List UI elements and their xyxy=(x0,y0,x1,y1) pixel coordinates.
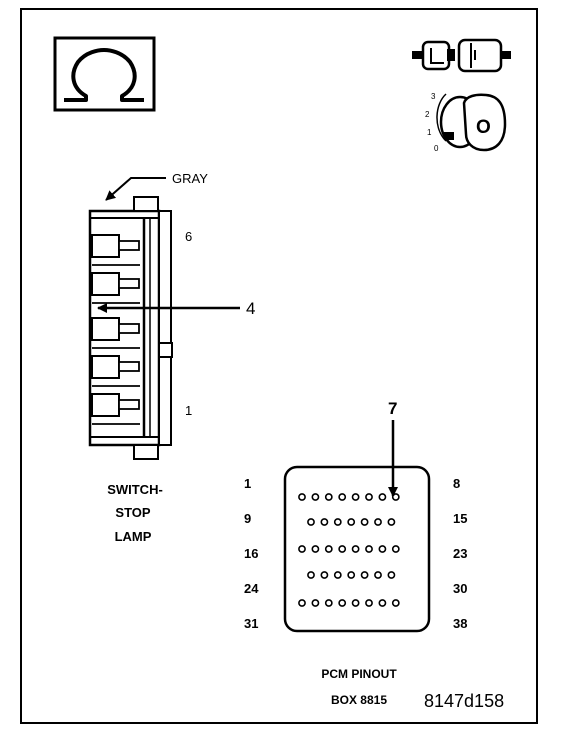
pcm-pin xyxy=(351,599,360,607)
pcm-pin xyxy=(351,545,360,553)
pin-callout-4: 4 xyxy=(97,299,255,318)
pcm-pin xyxy=(311,599,320,607)
pcm-row-start-label: 1 xyxy=(244,476,251,491)
pcm-pin xyxy=(333,571,342,579)
pcm-row-end-label: 38 xyxy=(453,616,467,631)
ignition-position-3: 3 xyxy=(431,92,436,101)
terminal-cavity xyxy=(91,355,140,387)
pcm-pin xyxy=(374,518,382,526)
pcm-row-end-label: 23 xyxy=(453,546,467,561)
pcm-pin xyxy=(387,518,396,526)
pcm-pinout-box: 1 9 16 24 31 8 15 23 30 38 xyxy=(244,465,467,633)
ignition-key-letter: O xyxy=(476,117,491,138)
pcm-row-start-label: 24 xyxy=(244,581,259,596)
pcm-pin xyxy=(311,545,320,553)
pin-callout-7: 7 xyxy=(388,399,398,497)
pcm-pin xyxy=(320,518,329,526)
pcm-pin xyxy=(298,493,306,501)
pcm-pin xyxy=(307,571,315,579)
disconnect-connector-icon xyxy=(412,38,511,73)
ohm-icon xyxy=(53,36,156,112)
pcm-pin xyxy=(324,493,333,501)
connector-name-line2: STOP xyxy=(115,505,150,520)
pcm-pin xyxy=(298,545,306,553)
ignition-position-2: 2 xyxy=(425,110,430,119)
pcm-pin xyxy=(365,545,373,553)
pcm-row-start-label: 16 xyxy=(244,546,258,561)
figure-frame xyxy=(20,8,538,724)
pcm-pin xyxy=(378,545,387,553)
wire-color-label: GRAY xyxy=(172,171,208,186)
pin-label-bottom: 1 xyxy=(185,403,192,418)
pcm-title: PCM PINOUT BOX 8815 xyxy=(321,667,397,707)
pcm-pin xyxy=(351,493,360,501)
pin-label-top: 6 xyxy=(185,229,192,244)
pcm-pin xyxy=(307,518,315,526)
figure-id: 8147d158 xyxy=(424,691,504,711)
pcm-right-row-labels: 8 15 23 30 38 xyxy=(453,476,467,631)
pcm-pin xyxy=(391,599,400,607)
pcm-pin xyxy=(333,518,342,526)
pcm-pin xyxy=(387,571,396,579)
terminal-cavity xyxy=(91,234,140,266)
pcm-pin-grid xyxy=(298,493,400,607)
pcm-pin xyxy=(324,545,333,553)
pcm-row-end-label: 15 xyxy=(453,511,467,526)
pcm-pin xyxy=(378,599,387,607)
pcm-pin xyxy=(338,545,347,553)
pcm-pin xyxy=(374,571,382,579)
pcm-pin xyxy=(360,571,369,579)
pcm-pin xyxy=(347,518,356,526)
terminal-cavity xyxy=(91,317,140,349)
pcm-title-line2: BOX 8815 xyxy=(331,693,387,707)
connector-name-line1: SWITCH- xyxy=(107,482,163,497)
pcm-pin xyxy=(320,571,329,579)
pcm-pin xyxy=(324,599,333,607)
pcm-pin xyxy=(360,518,369,526)
connector-name-line3: LAMP xyxy=(115,529,152,544)
pcm-pin xyxy=(298,599,306,607)
pcm-pin xyxy=(338,599,347,607)
gray-wire-callout: GRAY xyxy=(105,171,208,201)
pcm-pin xyxy=(391,545,400,553)
pcm-row-end-label: 30 xyxy=(453,581,467,596)
pcm-pin xyxy=(347,571,356,579)
pcm-pin xyxy=(378,493,387,501)
pcm-row-start-label: 31 xyxy=(244,616,258,631)
ignition-position-1: 1 xyxy=(427,128,432,137)
pcm-pin xyxy=(365,493,373,501)
pin-callout-a-label: 4 xyxy=(246,299,255,318)
stop-lamp-switch-connector: 6 1 xyxy=(88,196,192,460)
pcm-left-row-labels: 1 9 16 24 31 xyxy=(244,476,259,631)
pcm-pin xyxy=(338,493,347,501)
pcm-row-start-label: 9 xyxy=(244,511,251,526)
ignition-position-0: 0 xyxy=(434,144,439,153)
ignition-key-icon: 3 2 1 0 O xyxy=(425,92,507,153)
pcm-pin xyxy=(311,493,320,501)
terminal-cavity xyxy=(91,393,140,425)
pin-callout-b-label: 7 xyxy=(388,399,397,418)
pcm-row-end-label: 8 xyxy=(453,476,460,491)
pcm-pin xyxy=(365,599,373,607)
connector-name: SWITCH- STOP LAMP xyxy=(107,482,163,544)
pcm-title-line1: PCM PINOUT xyxy=(321,667,397,681)
